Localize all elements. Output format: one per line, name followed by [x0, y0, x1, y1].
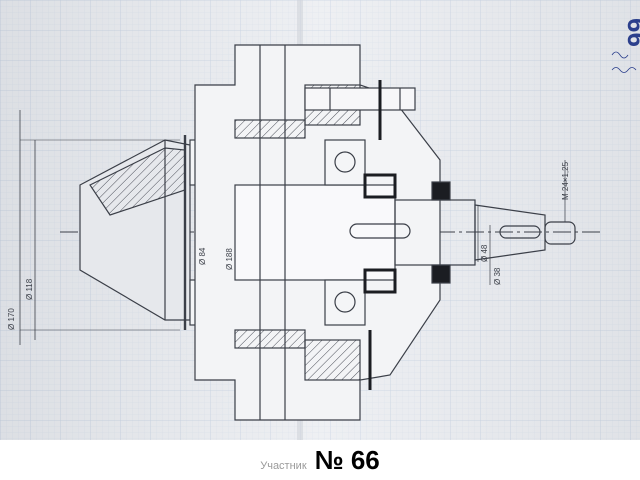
dim-label-bearing-2: Ø 188	[225, 248, 234, 270]
dim-label-left-inner: Ø 118	[25, 278, 34, 300]
dim-label-left-outer: Ø 170	[7, 308, 16, 330]
dim-label-shaft-2: Ø 38	[493, 267, 502, 285]
caption-bar: Участник № 66	[0, 440, 640, 480]
dim-label-shaft-1: Ø 48	[480, 244, 489, 262]
participant-number: № 66	[314, 444, 380, 475]
gear-assembly-drawing	[19, 44, 600, 421]
participant-label: Участник	[260, 460, 307, 472]
technical-drawing-photo: Ø 170 Ø 118 Ø 84 Ø 188 Ø 48 Ø 38 M 24×1,…	[0, 0, 640, 440]
dim-label-thread: M 24×1,25	[561, 161, 570, 200]
handwritten-signature	[611, 51, 637, 73]
dim-label-bearing-1: Ø 84	[198, 247, 207, 265]
score-mark: 66	[622, 18, 640, 47]
